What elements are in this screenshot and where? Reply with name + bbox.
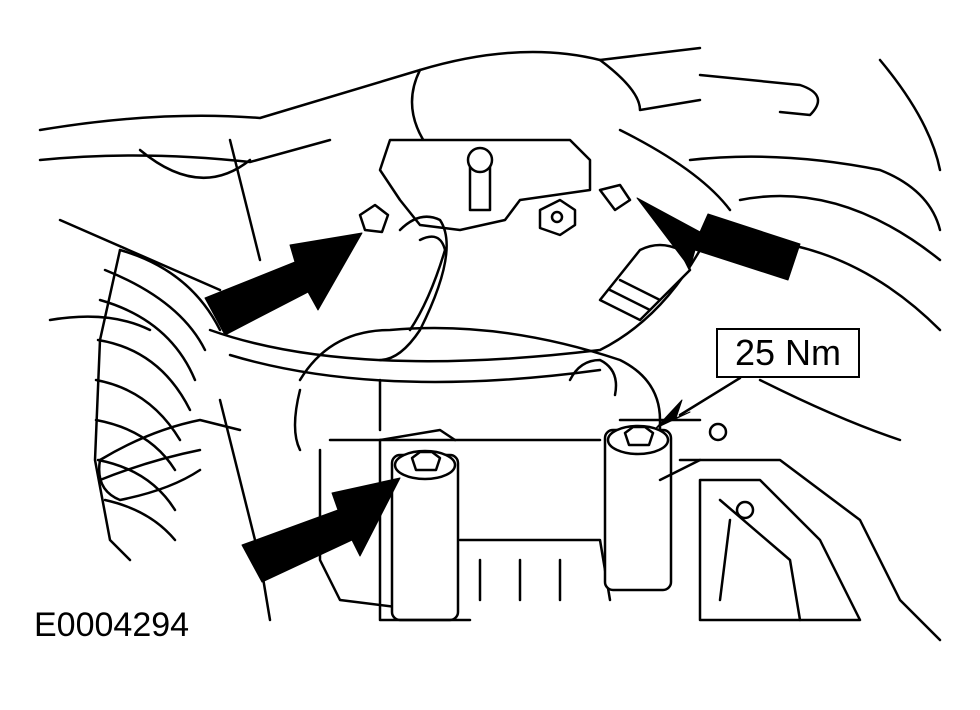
figure-code: E0004294 (34, 606, 190, 644)
arrow-left-lower (241, 477, 401, 583)
cv-boot (93, 248, 222, 562)
lower-casting (658, 378, 942, 642)
hoses (97, 215, 702, 502)
arrow-torque-pointer (655, 399, 691, 429)
leader-lines (678, 376, 742, 417)
engine-mount-bracket (358, 138, 632, 237)
torque-label: 25 Nm (716, 328, 860, 378)
arrow-right-upper (636, 197, 801, 281)
arrow-left-upper (204, 232, 363, 336)
arrows (204, 197, 801, 583)
bolt-sleeve-left (378, 428, 472, 622)
bolt-sleeve-right (603, 424, 673, 592)
